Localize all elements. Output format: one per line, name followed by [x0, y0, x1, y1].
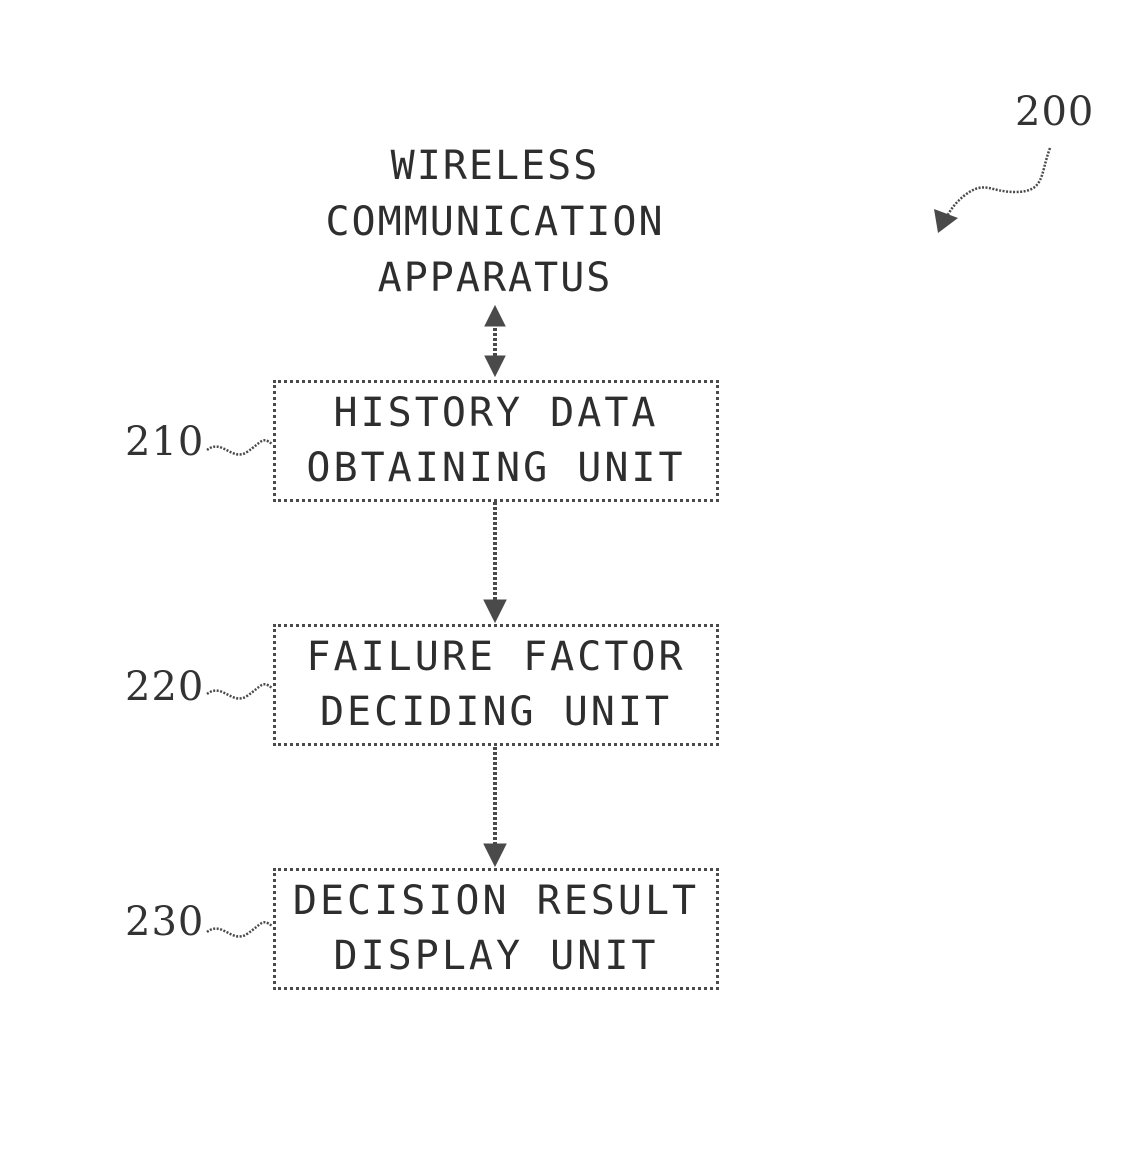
leader-line-200 — [944, 148, 1050, 222]
leader-line-230 — [207, 922, 272, 936]
decision-result-display-unit-block: DECISION RESULT DISPLAY UNIT — [273, 868, 719, 990]
block-reference-220: 220 — [125, 665, 204, 709]
external-label-line: COMMUNICATION — [300, 194, 690, 250]
external-label-line: APPARATUS — [300, 250, 690, 306]
leader-line-220 — [207, 684, 272, 698]
arrow-210-to-220 — [484, 502, 506, 622]
external-label-line: WIRELESS — [300, 138, 690, 194]
block-label-line: DECIDING UNIT — [320, 685, 672, 740]
failure-factor-deciding-unit-block: FAILURE FACTOR DECIDING UNIT — [273, 624, 719, 746]
bidirectional-arrow — [485, 306, 505, 376]
arrowhead-200 — [934, 209, 958, 233]
block-label-line: OBTAINING UNIT — [306, 441, 685, 496]
block-reference-230: 230 — [125, 900, 204, 944]
block-label-line: DECISION RESULT — [293, 874, 699, 929]
arrow-220-to-230 — [484, 747, 506, 866]
block-label-line: DISPLAY UNIT — [334, 929, 659, 984]
block-reference-210: 210 — [125, 420, 204, 464]
block-label-line: HISTORY DATA — [334, 386, 659, 441]
external-apparatus-label: WIRELESS COMMUNICATION APPARATUS — [300, 138, 690, 306]
block-label-line: FAILURE FACTOR — [306, 630, 685, 685]
diagram-reference-number: 200 — [1015, 90, 1094, 134]
leader-line-210 — [207, 440, 272, 454]
history-data-obtaining-unit-block: HISTORY DATA OBTAINING UNIT — [273, 380, 719, 502]
